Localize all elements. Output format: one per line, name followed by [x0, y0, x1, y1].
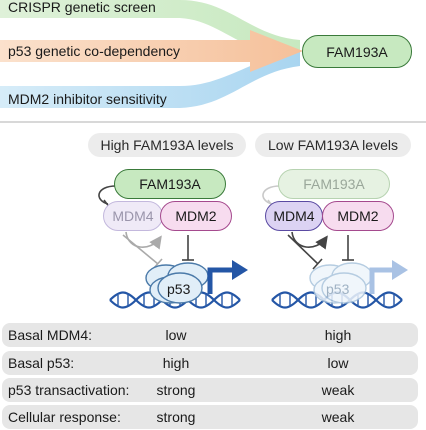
- high-levels-header: High FAM193A levels: [88, 133, 246, 157]
- section-divider: [0, 121, 426, 123]
- high-value: strong: [156, 382, 196, 398]
- high-fam193a-node: FAM193A: [114, 169, 226, 199]
- low-mdm4-node: MDM4: [265, 201, 323, 231]
- high-fam-to-mdm4-inhibit: [98, 185, 117, 205]
- high-mdm2-node: MDM2: [160, 201, 232, 231]
- low-value: weak: [321, 409, 355, 425]
- table-row: Basal MDM4: low high: [2, 323, 418, 347]
- table-row: p53 transactivation: strong weak: [2, 378, 418, 402]
- input-mdm2-inhibitor: MDM2 inhibitor sensitivity: [8, 91, 167, 107]
- low-mdm2-node: MDM2: [322, 201, 394, 231]
- low-value: high: [324, 327, 352, 343]
- low-p53-label: p53: [326, 281, 350, 297]
- table-row: Cellular response: strong weak: [2, 405, 418, 429]
- low-value: low: [327, 355, 349, 371]
- low-mdm4-inhibit-p53: [287, 234, 319, 265]
- low-fam-to-mdm4-inhibit: [262, 185, 281, 205]
- low-mdm4-self-arrow: [291, 231, 328, 250]
- high-value: low: [165, 327, 187, 343]
- flow-orange: [0, 30, 303, 72]
- high-value: strong: [156, 409, 196, 425]
- row-label: p53 transactivation:: [8, 382, 130, 398]
- input-p53-codependency: p53 genetic co-dependency: [8, 43, 181, 59]
- flow-blue: [0, 52, 300, 108]
- high-value: high: [162, 355, 190, 371]
- high-panel-diagram: [98, 185, 408, 309]
- high-p53-complex: [145, 262, 209, 304]
- low-transcription-arrow: [369, 267, 394, 294]
- high-transcription-arrow: [207, 267, 234, 294]
- high-mdm4-inhibit-p53: [122, 234, 159, 265]
- fam193a-output-node: FAM193A: [302, 35, 412, 68]
- input-flows: [0, 0, 303, 108]
- high-mdm4-node: MDM4: [103, 201, 163, 231]
- low-value: weak: [321, 382, 355, 398]
- row-label: Basal p53:: [8, 355, 75, 371]
- high-mdm4-self-arrow: [125, 231, 162, 250]
- input-crispr: CRISPR genetic screen: [8, 0, 156, 15]
- table-row: Basal p53: high low: [2, 351, 418, 375]
- row-label: Basal MDM4:: [8, 327, 93, 343]
- high-p53-label: p53: [167, 281, 191, 297]
- row-label: Cellular response:: [8, 409, 121, 425]
- flow-crispr: [0, 0, 300, 58]
- low-levels-header: Low FAM193A levels: [255, 133, 411, 157]
- low-fam193a-node: FAM193A: [278, 169, 390, 199]
